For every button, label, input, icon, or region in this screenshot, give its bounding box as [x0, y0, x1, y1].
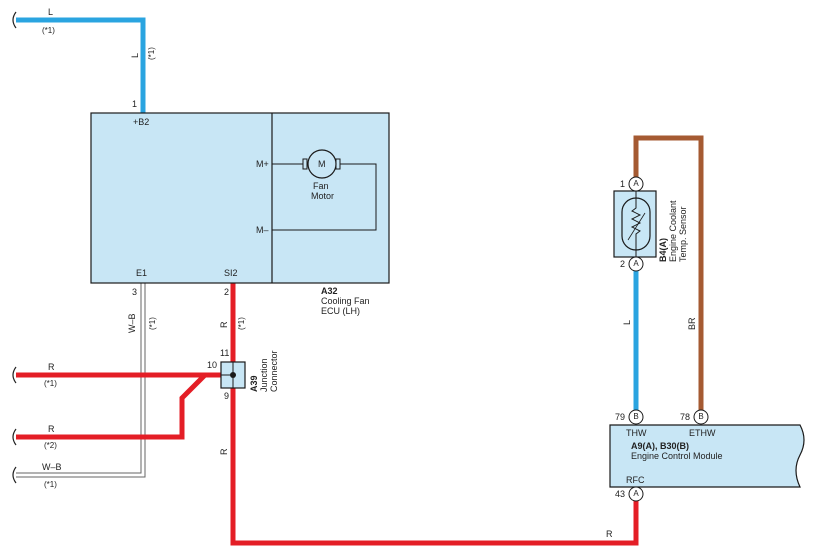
sensor-id: B4(A): [658, 238, 668, 262]
wire-label-r-j9: R: [219, 448, 229, 456]
wire-r-bottom: [230, 388, 639, 546]
sensor-connector-circles: [628, 176, 644, 272]
ecm-box: [609, 424, 805, 488]
fan-ecu-name-1: Cooling Fan: [321, 296, 370, 306]
ecm-id: A9(A), B30(B): [631, 441, 690, 451]
wire-label-wb-e1: W–B: [127, 313, 137, 333]
wire-note-r1: (*1): [44, 379, 57, 388]
fan-motor-icon: [302, 149, 341, 179]
sensor-conn-2: A: [633, 259, 639, 268]
junction-name-1: Junction: [259, 358, 269, 392]
wire-r-2: [16, 372, 221, 440]
junction-pin-9: 9: [224, 391, 230, 401]
junction-pin-11: 11: [220, 348, 230, 358]
sensor-conn-1: A: [633, 179, 639, 188]
wire-note-r2: (*2): [44, 441, 57, 450]
sensor-name-2: Temp. Sensor: [678, 206, 688, 262]
thermistor-icon: [630, 191, 642, 257]
ecm-conn-b-ethw: B: [698, 412, 704, 421]
motor-label-1: Fan: [313, 181, 329, 191]
ecm-conn-b-thw: B: [633, 412, 639, 421]
ecm-pin-79: 79: [615, 412, 626, 422]
wire-note-l-vertical: (*1): [147, 47, 156, 60]
ecm-label-rfc: RFC: [626, 475, 645, 485]
motor-symbol: M: [318, 159, 326, 169]
pin-b2: 1: [132, 99, 138, 109]
ecm-connector-circles: [628, 409, 709, 502]
label-mminus: M–: [256, 225, 269, 235]
label-b2: +B2: [133, 117, 150, 127]
wire-br-ethw: [633, 135, 704, 410]
ecm-label-ethw: ETHW: [689, 428, 716, 438]
junction-id: A39: [249, 375, 259, 392]
fan-ecu-id: A32: [321, 286, 338, 296]
label-mplus: M+: [256, 159, 269, 169]
ecm-pin-43: 43: [615, 489, 626, 499]
fan-ecu-name-2: ECU (LH): [321, 306, 361, 316]
pin-si2: 2: [224, 287, 230, 297]
wire-label-wb: W–B: [42, 462, 62, 472]
wire-label-l-thw: L: [622, 319, 632, 325]
wire-label-br-ethw: BR: [687, 317, 697, 330]
wire-note-wb-e1: (*1): [148, 317, 157, 330]
ecm-name: Engine Control Module: [631, 451, 723, 461]
fan-ecu-box: [90, 112, 390, 284]
sensor-pin-2: 2: [620, 259, 626, 269]
label-e1: E1: [136, 268, 148, 278]
motor-label-2: Motor: [311, 191, 335, 201]
wire-end-brackets: [12, 11, 17, 484]
wire-note-l-top: (*1): [42, 26, 55, 35]
wire-label-r1: R: [48, 362, 55, 372]
sensor-name-1: Engine Coolant: [668, 200, 678, 262]
wire-label-l-top: L: [48, 7, 54, 17]
ecm-pin-78: 78: [680, 412, 691, 422]
label-si2: SI2: [224, 268, 238, 278]
junction-name-2: Connector: [269, 350, 279, 392]
junction-pin-10: 10: [207, 360, 218, 370]
fan-motor-circuit: [272, 163, 377, 231]
wire-wb-ground: [16, 283, 146, 478]
ecm-conn-a-rfc: A: [633, 489, 639, 498]
wire-note-r-si2: (*1): [237, 317, 246, 330]
wire-l-top: [16, 17, 146, 113]
sensor-pin-1: 1: [620, 179, 626, 189]
wire-label-r-bottom: R: [606, 529, 613, 539]
wire-label-l-vertical: L: [130, 52, 140, 58]
wire-label-r-si2: R: [219, 321, 229, 329]
wire-label-r2: R: [48, 424, 55, 434]
pin-e1: 3: [132, 287, 138, 297]
wire-note-wb: (*1): [44, 480, 57, 489]
ecm-label-thw: THW: [626, 428, 647, 438]
